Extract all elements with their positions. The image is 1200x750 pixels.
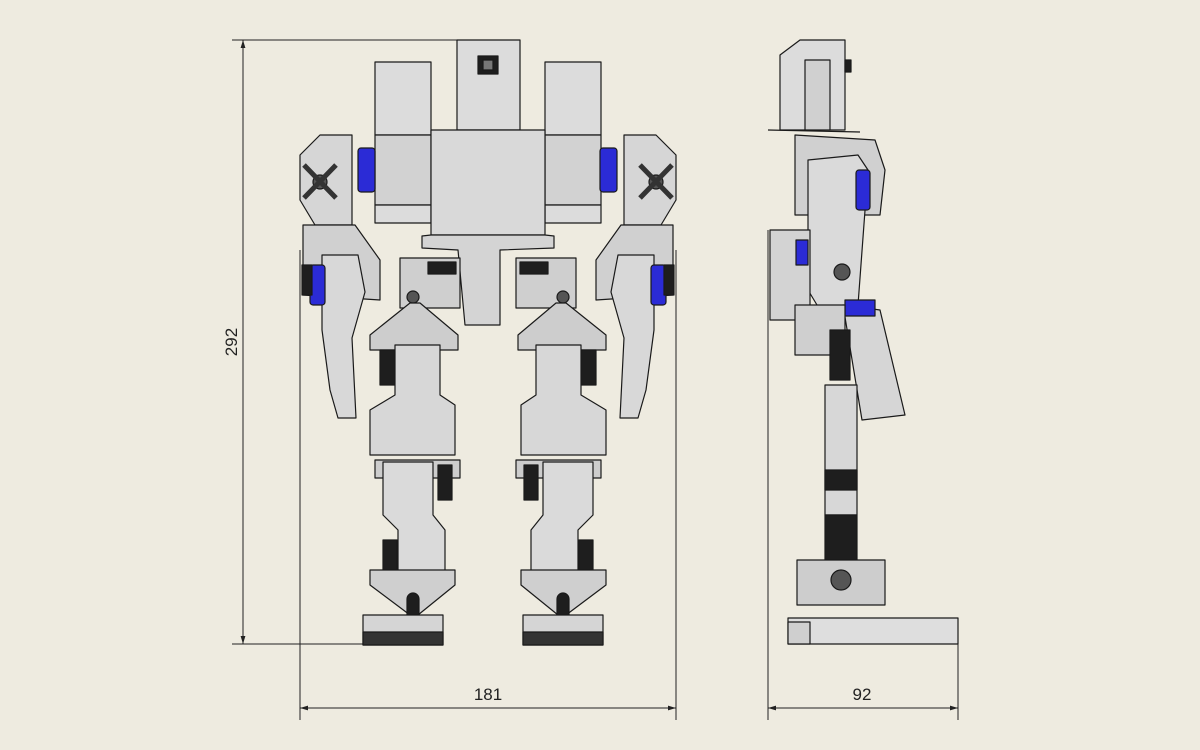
side-depth-dimension-label: 92 bbox=[853, 685, 872, 704]
side-view bbox=[767, 39, 959, 645]
front-width-dimension-label: 181 bbox=[474, 685, 502, 704]
side-foot bbox=[787, 617, 959, 645]
side-forearm bbox=[842, 299, 906, 421]
side-head bbox=[767, 39, 861, 133]
right-leg bbox=[515, 302, 607, 646]
left-leg bbox=[362, 302, 461, 646]
left-shoulder-servo bbox=[357, 147, 376, 193]
front-view bbox=[299, 39, 677, 646]
left-arm bbox=[299, 134, 381, 419]
side-leg bbox=[794, 304, 886, 606]
dimension-front-width bbox=[299, 250, 677, 720]
height-dimension-label: 292 bbox=[222, 328, 241, 356]
left-hip bbox=[399, 257, 461, 309]
right-hip bbox=[515, 257, 577, 309]
right-shoulder-block bbox=[544, 61, 602, 224]
side-upper-arm bbox=[794, 134, 886, 311]
right-arm bbox=[595, 134, 677, 419]
torso bbox=[421, 129, 555, 326]
right-shoulder-servo bbox=[599, 147, 618, 193]
left-shoulder-block bbox=[374, 61, 432, 224]
head-camera bbox=[456, 39, 521, 131]
